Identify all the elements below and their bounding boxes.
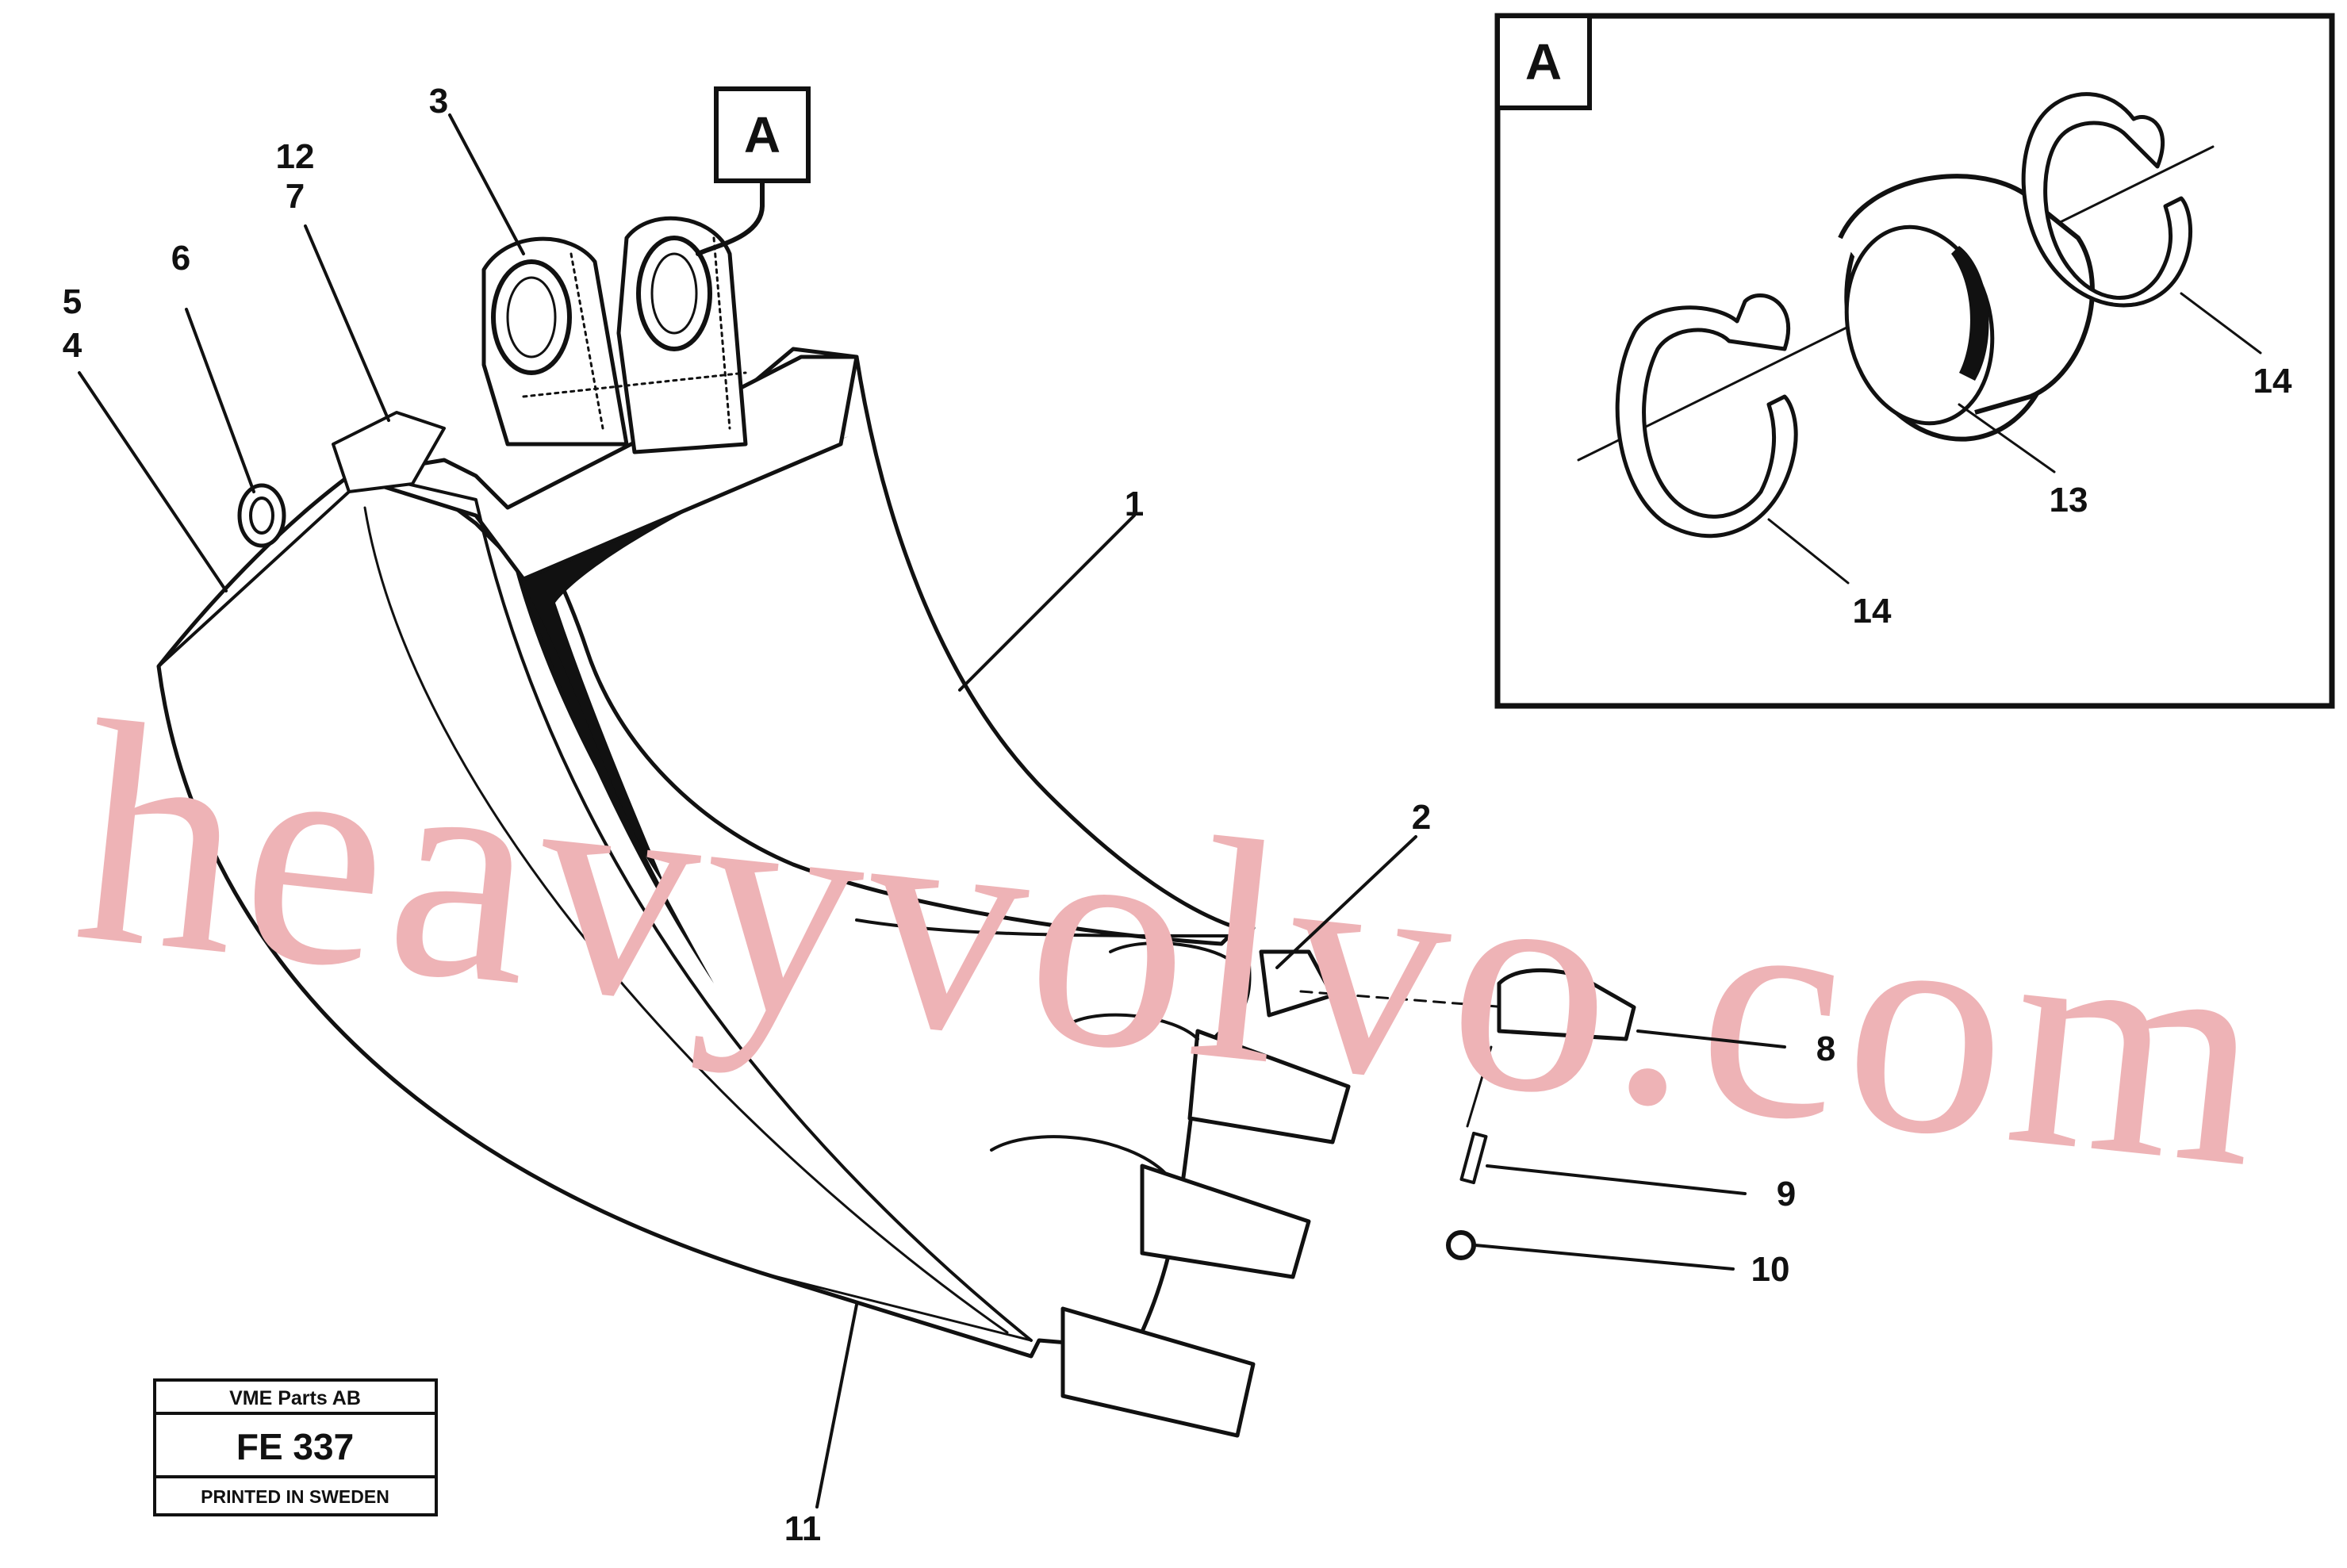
title-block-company: VME Parts AB	[229, 1387, 361, 1409]
label-14a: 14	[1853, 592, 1892, 631]
bucket-interior-shadow-2	[516, 571, 714, 983]
label-6: 6	[171, 239, 190, 278]
pin-lock-ring-inner	[249, 496, 274, 535]
label-5: 5	[63, 282, 82, 321]
tooth-2	[1187, 1029, 1351, 1144]
callout-a: A	[696, 86, 811, 256]
detail-a-letter: A	[1525, 33, 1562, 90]
pin-guide	[1466, 1045, 1493, 1128]
leader-11	[815, 1303, 858, 1509]
tooth-shank-3	[990, 1135, 1168, 1175]
part-labels: 1 2 3 4 5 6 7 8 9 10 11 12	[63, 82, 1835, 1548]
pin-lock-ring	[237, 483, 286, 548]
leader-9	[1486, 1164, 1747, 1195]
leader-2	[1275, 835, 1417, 969]
bearing-13	[1838, 174, 2095, 442]
tooth-shank-2	[1069, 1013, 1199, 1041]
callout-a-letter: A	[744, 106, 780, 163]
leader-13	[1958, 403, 2056, 473]
leader-4	[78, 371, 228, 592]
leader-10	[1474, 1244, 1735, 1271]
leader-3	[448, 113, 525, 255]
snap-ring-right	[2021, 92, 2192, 308]
leader-lines	[78, 113, 1786, 1509]
title-block-code: FE 337	[236, 1426, 354, 1467]
bucket-front-edge	[760, 1271, 1033, 1342]
label-14b: 14	[2253, 362, 2292, 401]
title-block: VME Parts AB FE 337 PRINTED IN SWEDEN	[153, 1378, 438, 1516]
label-12: 12	[276, 137, 315, 176]
leader-14a	[1767, 518, 1850, 585]
tooth-8	[1497, 968, 1636, 1041]
detail-a-tag	[1495, 13, 1592, 110]
bucket-side-line	[363, 506, 1009, 1334]
bracket-right-bore	[636, 236, 712, 351]
callout-a-box	[714, 86, 811, 183]
bearing-inner-shadow	[1951, 246, 1989, 381]
bucket-cutting-edge	[855, 918, 1239, 937]
label-4: 4	[63, 326, 82, 365]
loose-tooth-parts	[1299, 968, 1636, 1260]
label-11: 11	[784, 1509, 822, 1548]
tooth-shank-1	[1109, 941, 1231, 961]
label-3: 3	[429, 82, 448, 121]
label-10: 10	[1751, 1250, 1790, 1289]
label-2: 2	[1412, 798, 1431, 837]
detail-a-frame	[1494, 13, 2335, 709]
label-8: 8	[1816, 1029, 1835, 1068]
pin-9	[1459, 1131, 1488, 1185]
label-7: 7	[286, 177, 305, 216]
weld-seam-1	[569, 252, 604, 430]
mounting-brackets	[237, 216, 748, 548]
leader-8	[1636, 1029, 1786, 1049]
bracket-left-bore-inner	[506, 276, 557, 358]
leader-6	[185, 308, 255, 493]
bracket-right-bore-inner	[650, 252, 698, 335]
bearing-inner	[1844, 224, 1995, 426]
leader-14b	[2180, 292, 2262, 355]
assembly-line	[1299, 990, 1509, 1009]
tooth-3	[1140, 1164, 1311, 1279]
weld-seam-2	[712, 236, 731, 430]
teeth	[990, 941, 1351, 1438]
title-block-printed: PRINTED IN SWEDEN	[201, 1486, 389, 1507]
weld-seam-3	[522, 371, 747, 398]
leader-7	[304, 224, 390, 422]
title-block-frame	[153, 1378, 438, 1516]
bracket-left-bore	[491, 259, 572, 375]
callout-a-leader	[696, 178, 765, 256]
label-9: 9	[1777, 1175, 1796, 1213]
bucket-side-plate	[157, 474, 1033, 1342]
label-1: 1	[1125, 485, 1144, 523]
detail-a: A 14 13 14	[1494, 13, 2335, 709]
retainer-10	[1446, 1230, 1476, 1260]
leader-1	[958, 514, 1136, 692]
label-13: 13	[2050, 481, 2088, 519]
tooth-4	[1060, 1306, 1256, 1438]
snap-ring-left	[1615, 293, 1798, 539]
bucket-interior-shadow	[516, 436, 849, 888]
